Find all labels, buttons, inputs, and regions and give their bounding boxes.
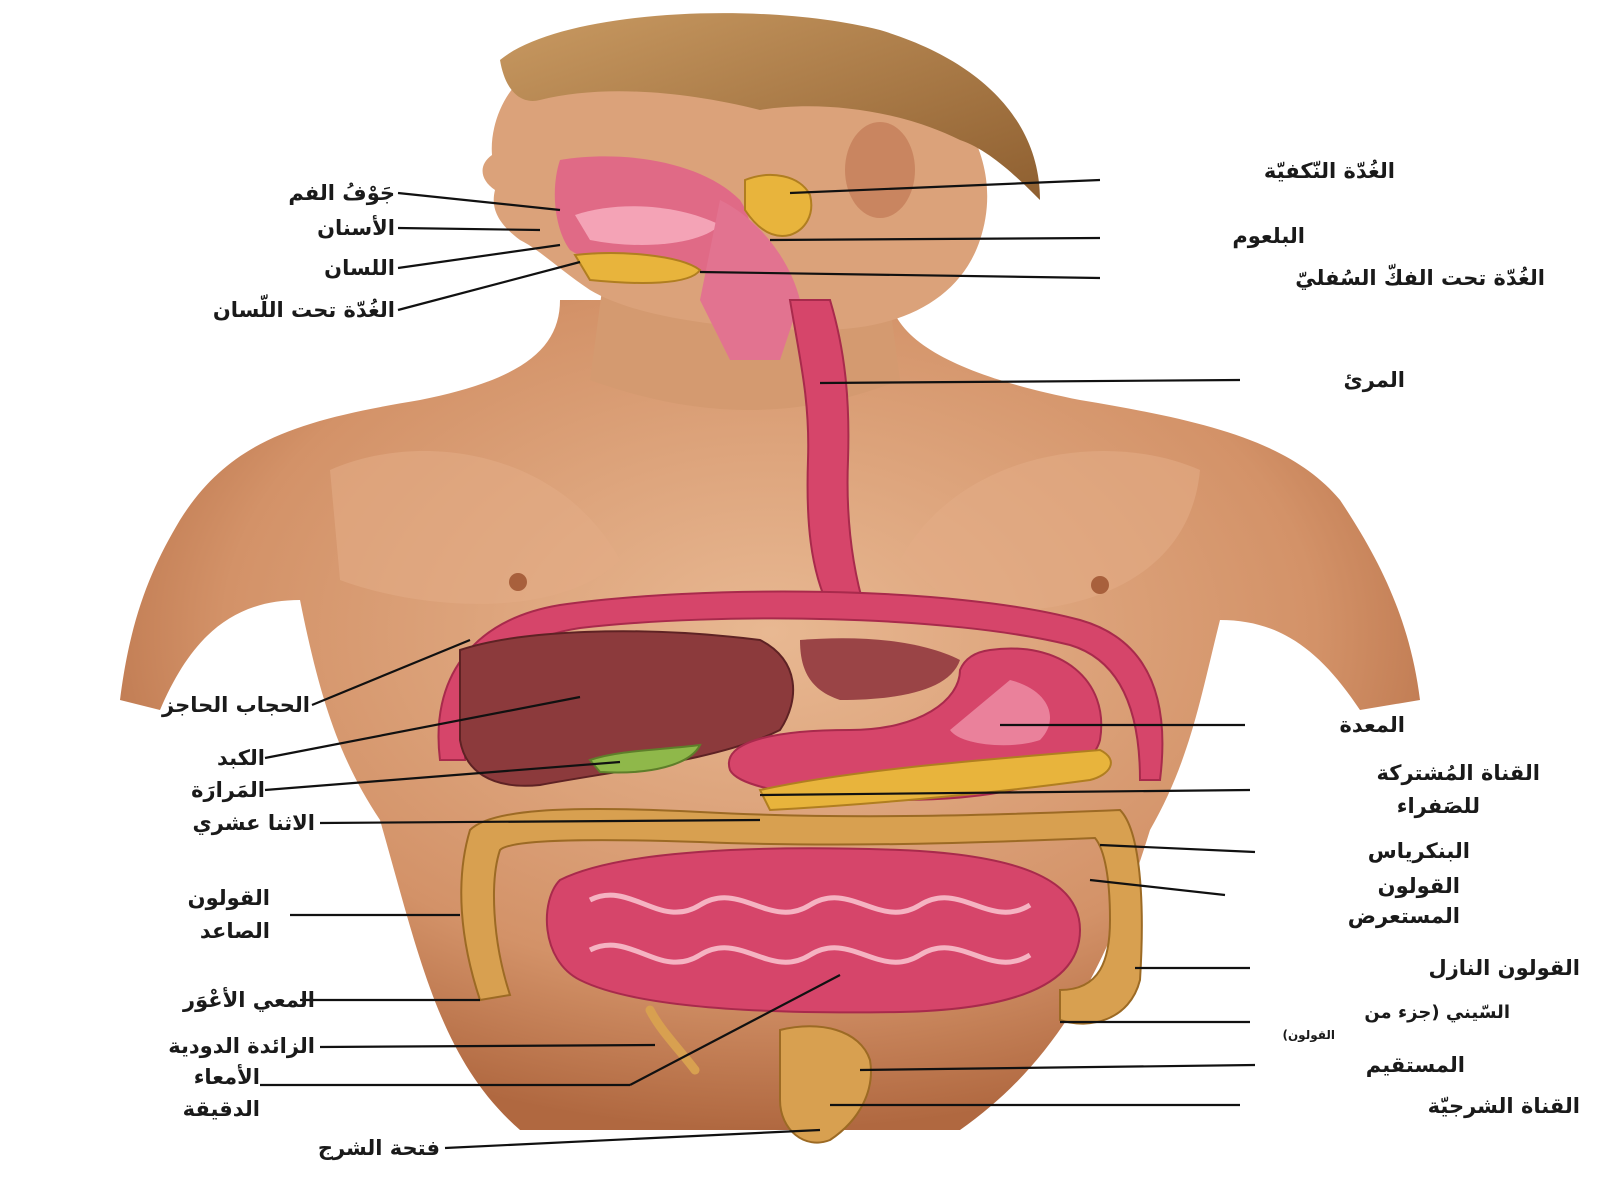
label-mouth-cavity: جَوْفُ الفم (175, 180, 395, 206)
ear (845, 122, 915, 218)
label-esophagus: المرئ (1245, 367, 1405, 393)
label-pharynx: البلعوم (1105, 223, 1305, 249)
label-stomach: المعدة (1255, 712, 1405, 738)
label-appendix: الزائدة الدودية (5, 1033, 315, 1059)
label-anus: فتحة الشرج (150, 1135, 440, 1161)
label-duodenum: الاثنا عشري (40, 810, 315, 836)
label-pancreas: البنكرياس (1260, 838, 1470, 864)
label-transverse-colon-1: القولون (1260, 873, 1460, 899)
label-small-intestine-1: الأمعاء (60, 1064, 260, 1090)
label-liver: الكبد (60, 745, 265, 771)
label-diaphragm: الحجاب الحاجز (5, 692, 310, 718)
label-ascending-colon-1: القولون (60, 885, 270, 911)
label-submandibular-gland: الغُدّة تحت الفكّ السُفليّ (1105, 265, 1545, 291)
label-transverse-colon-2: المستعرض (1225, 903, 1460, 929)
label-small-intestine-2: الدقيقة (60, 1096, 260, 1122)
label-sublingual-gland: الغُدّة تحت اللّسان (25, 297, 395, 323)
label-cecum: المعي الأعْوَر (40, 987, 315, 1013)
label-ascending-colon-2: الصاعد (60, 918, 270, 944)
label-anal-canal: القناة الشرجيّة (1240, 1093, 1580, 1119)
label-common-bile-duct-2: للصَفراء (1260, 793, 1480, 819)
label-rectum: المستقيم (1275, 1052, 1465, 1078)
label-parotid-gland: الغُدّة النّكفيّة (1105, 158, 1395, 184)
label-gallbladder: المَرارَة (60, 777, 265, 803)
nipple-right (1091, 576, 1109, 594)
label-sigmoid-1: السّيني (جزء من (1255, 1000, 1510, 1026)
label-descending-colon: القولون النازل (1255, 955, 1580, 981)
label-teeth: الأسنان (175, 215, 395, 241)
nipple-left (509, 573, 527, 591)
label-sigmoid-2: القولون) (1255, 1028, 1335, 1042)
label-common-bile-duct-1: القناة المُشتركة (1210, 760, 1540, 786)
label-tongue: اللسان (175, 255, 395, 281)
